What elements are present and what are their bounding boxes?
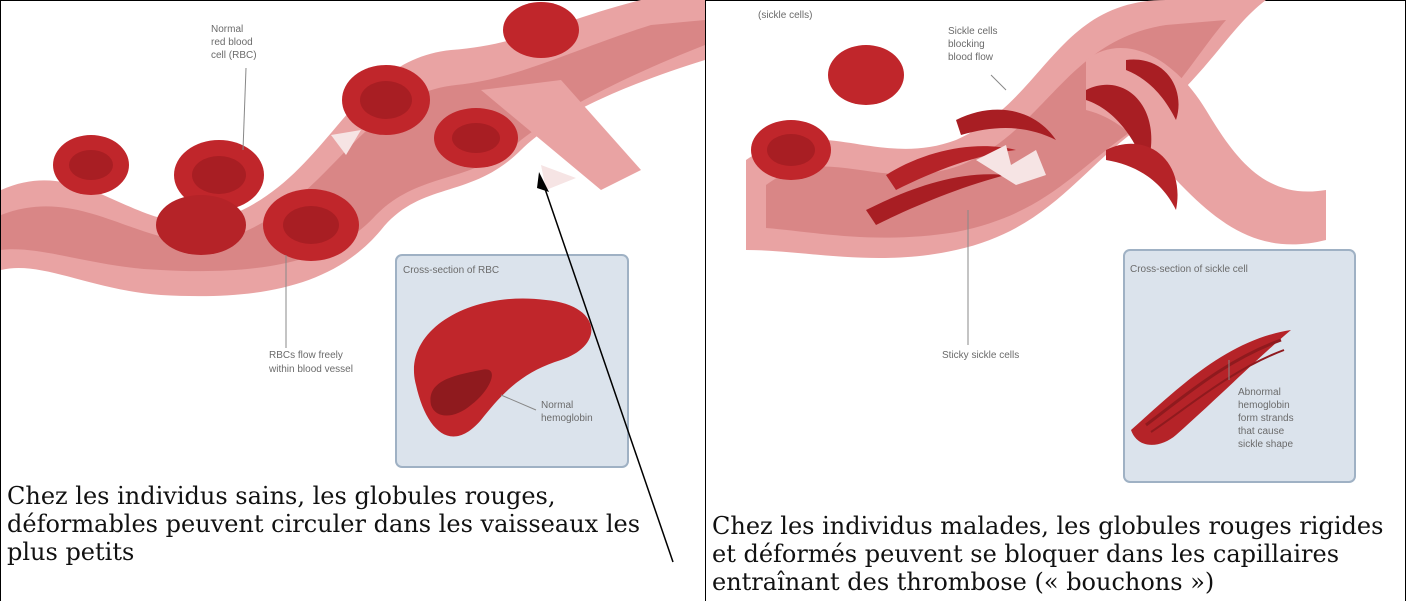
- label-blocking-3: blood flow: [948, 52, 994, 63]
- flow-arrow: [541, 165, 576, 190]
- rbc-center: [360, 81, 412, 119]
- caption-healthy: Chez les individus sains, les globules r…: [7, 482, 687, 566]
- label-flow-1: RBCs flow freely: [269, 350, 343, 361]
- label-leader: [991, 75, 1006, 90]
- label-blocking-2: blocking: [948, 39, 985, 50]
- label-top-partial: (sickle cells): [758, 10, 812, 21]
- label-abnormal-2: hemoglobin: [1238, 400, 1290, 411]
- label-sticky: Sticky sickle cells: [942, 350, 1019, 361]
- rbc-center: [192, 156, 246, 194]
- label-hemoglobin-2: hemoglobin: [541, 413, 593, 424]
- rbc: [156, 195, 246, 255]
- rbc-center: [452, 123, 500, 153]
- label-blocking-1: Sickle cells: [948, 26, 997, 37]
- label-normal-rbc-2: red blood: [211, 37, 253, 48]
- rbc-center: [283, 206, 339, 244]
- label-hemoglobin-1: Normal: [541, 400, 573, 411]
- label-abnormal-3: form strands: [1238, 413, 1294, 424]
- label-normal-rbc-1: Normal: [211, 24, 243, 35]
- rbc: [503, 2, 579, 58]
- rbc-center: [767, 134, 815, 166]
- sickle-vessel-illustration: (sickle cells) Sickle cells blocking blo…: [706, 0, 1405, 601]
- label-flow-2: within blood vessel: [268, 364, 353, 375]
- rbc-center: [69, 150, 113, 180]
- label-abnormal-1: Abnormal: [1238, 387, 1281, 398]
- caption-sickle: Chez les individus malades, les globules…: [712, 512, 1392, 596]
- left-panel-healthy: Normal red blood cell (RBC) RBCs flow fr…: [1, 0, 705, 601]
- inset-title: Cross-section of RBC: [403, 265, 499, 276]
- label-normal-rbc-3: cell (RBC): [211, 50, 257, 61]
- label-abnormal-5: sickle shape: [1238, 439, 1293, 450]
- label-abnormal-4: that cause: [1238, 426, 1285, 437]
- inset-title: Cross-section of sickle cell: [1130, 264, 1248, 275]
- right-panel-sickle: (sickle cells) Sickle cells blocking blo…: [706, 0, 1405, 601]
- label-leader: [243, 68, 246, 150]
- rbc: [828, 45, 904, 105]
